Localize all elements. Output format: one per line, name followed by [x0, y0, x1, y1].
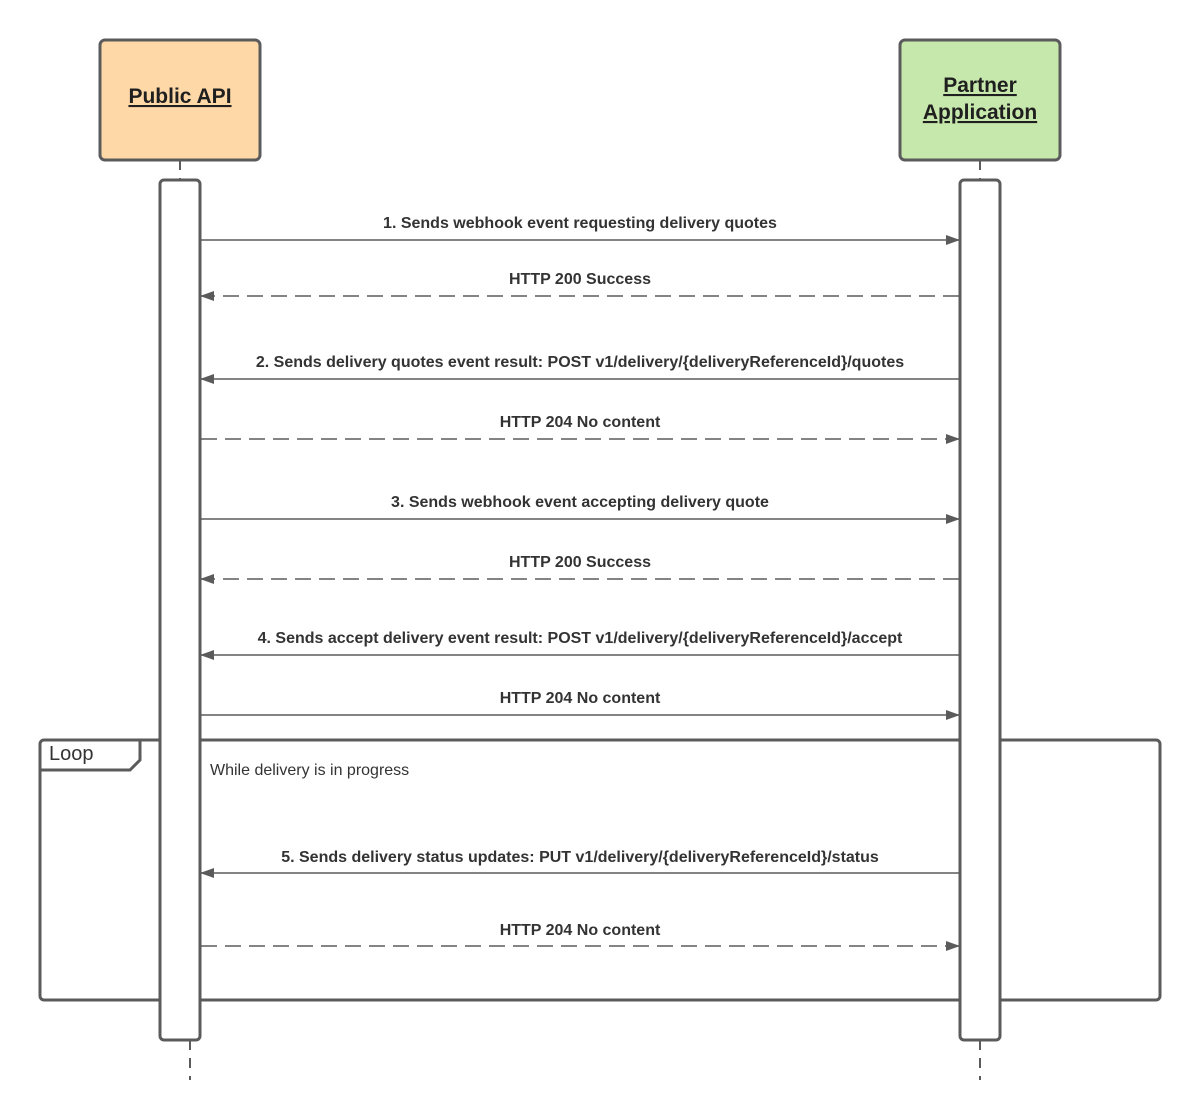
message-8: HTTP 204 No content	[201, 690, 960, 720]
loop-fragment: Loop While delivery is in progress	[38, 738, 1162, 1002]
participant-label-partner-application-line1: Partner	[943, 74, 1017, 97]
message-7-label: 4. Sends accept delivery event result: P…	[258, 630, 903, 647]
message-4-label: HTTP 204 No content	[500, 414, 661, 431]
activation-bar-partner-application	[958, 178, 1002, 1042]
message-6-label: HTTP 200 Success	[509, 554, 651, 571]
participant-public-api: Public API	[98, 38, 262, 162]
message-3-label: 2. Sends delivery quotes event result: P…	[256, 354, 904, 371]
participant-box-partner-application	[898, 38, 1062, 162]
participant-label-public-api: Public API	[128, 85, 231, 108]
loop-frame	[38, 738, 1162, 1002]
message-10-label: HTTP 204 No content	[500, 922, 661, 939]
participant-partner-application: Partner Application	[898, 38, 1062, 162]
message-6: HTTP 200 Success	[200, 554, 959, 584]
activation-bars	[158, 178, 1002, 1042]
message-1-label: 1. Sends webhook event requesting delive…	[383, 215, 777, 232]
message-10: HTTP 204 No content	[201, 922, 960, 951]
message-2-label: HTTP 200 Success	[509, 271, 651, 288]
message-7: 4. Sends accept delivery event result: P…	[200, 630, 959, 660]
loop-label: Loop	[49, 743, 94, 765]
message-9-label: 5. Sends delivery status updates: PUT v1…	[281, 849, 879, 866]
participant-label-partner-application-line2: Application	[923, 101, 1037, 124]
message-9: 5. Sends delivery status updates: PUT v1…	[200, 849, 959, 878]
loop-condition: While delivery is in progress	[210, 762, 409, 779]
messages: 1. Sends webhook event requesting delive…	[200, 215, 960, 951]
message-3: 2. Sends delivery quotes event result: P…	[200, 354, 959, 384]
message-5-label: 3. Sends webhook event accepting deliver…	[391, 494, 769, 511]
message-1: 1. Sends webhook event requesting delive…	[201, 215, 960, 245]
message-4: HTTP 204 No content	[201, 414, 960, 444]
participant-box-public-api	[98, 38, 262, 162]
message-8-label: HTTP 204 No content	[500, 690, 661, 707]
activation-bar-public-api	[158, 178, 202, 1042]
message-2: HTTP 200 Success	[200, 271, 959, 301]
message-5: 3. Sends webhook event accepting deliver…	[201, 494, 960, 524]
lifelines	[179, 160, 981, 1080]
loop-tab	[40, 740, 142, 772]
